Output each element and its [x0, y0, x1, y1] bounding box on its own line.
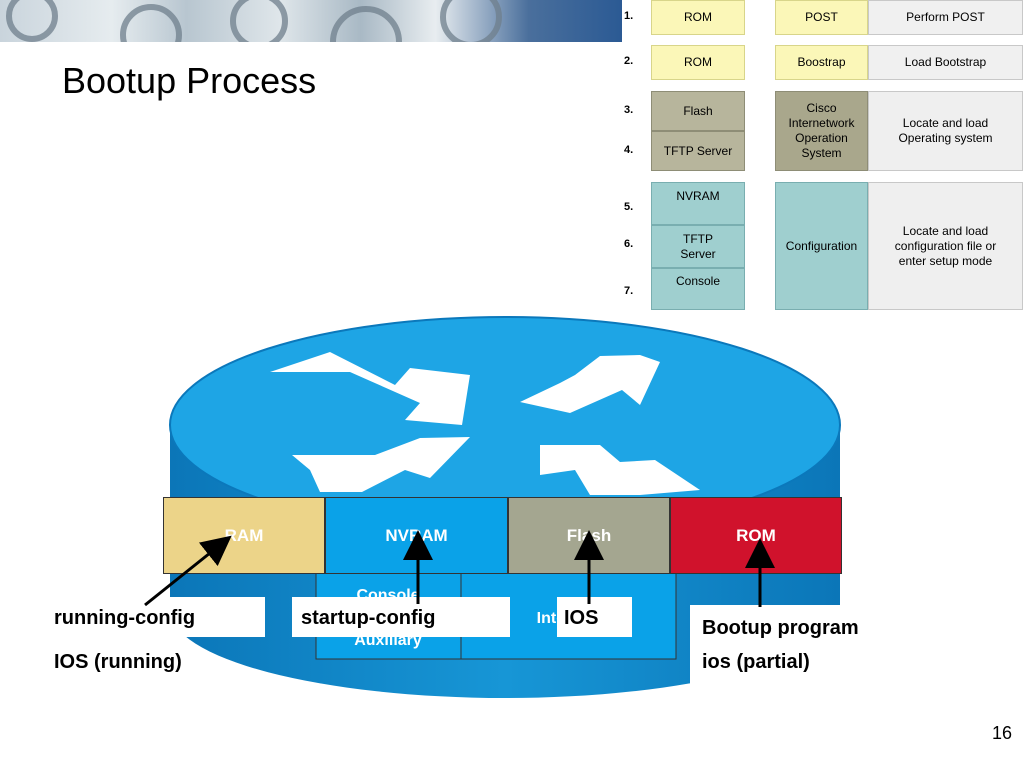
- label-box: [292, 597, 510, 637]
- stage-cell: POST: [775, 0, 868, 35]
- source-cell: ROM: [651, 0, 745, 35]
- step-number: 3.: [624, 104, 634, 116]
- action-cell: Locate and load Operating system: [868, 91, 1023, 171]
- action-cell: Locate and load configuration file or en…: [868, 182, 1023, 310]
- ram-block: RAM: [163, 497, 325, 574]
- label-box: [690, 605, 860, 697]
- boot-sequence-table: 1. 2. 3. 4. 5. 6. 7. ROM POST Perform PO…: [622, 0, 1024, 312]
- source-cell: TFTP Server: [651, 225, 745, 268]
- ios-partial-label: ios (partial): [702, 651, 810, 673]
- action-cell: Load Bootstrap: [868, 45, 1023, 80]
- gear-image: [230, 0, 288, 42]
- running-config-label: running-config: [54, 607, 196, 629]
- source-cell: NVRAM: [651, 182, 745, 225]
- header-banner: [0, 0, 622, 42]
- startup-config-label: startup-config: [301, 607, 436, 629]
- source-cell: TFTP Server: [651, 131, 745, 171]
- label-box: [557, 597, 632, 637]
- step-number: 6.: [624, 238, 634, 250]
- gear-image: [120, 4, 182, 42]
- stage-cell: Cisco Internetwork Operation System: [775, 91, 868, 171]
- stage-cell: Configuration: [775, 182, 868, 310]
- step-number: 7.: [624, 285, 634, 297]
- ios-label: IOS: [564, 607, 599, 629]
- step-number: 5.: [624, 201, 634, 213]
- gear-image: [440, 0, 502, 42]
- source-cell: Console: [651, 268, 745, 310]
- gear-image: [6, 0, 58, 42]
- step-number: 1.: [624, 10, 634, 22]
- arrow-icon: [270, 352, 700, 495]
- bootup-program-label: Bootup program: [702, 617, 859, 639]
- action-cell: Perform POST: [868, 0, 1023, 35]
- slide-title: Bootup Process: [62, 60, 317, 101]
- flash-block: Flash: [508, 497, 670, 574]
- page-number: 16: [991, 723, 1012, 743]
- nvram-block: NVRAM: [325, 497, 508, 574]
- step-number: 4.: [624, 144, 634, 156]
- step-number: 2.: [624, 55, 634, 67]
- rom-block: ROM: [670, 497, 842, 574]
- ios-running-label: IOS (running): [54, 651, 182, 673]
- source-cell: Flash: [651, 91, 745, 131]
- stage-cell: Boostrap: [775, 45, 868, 80]
- source-cell: ROM: [651, 45, 745, 80]
